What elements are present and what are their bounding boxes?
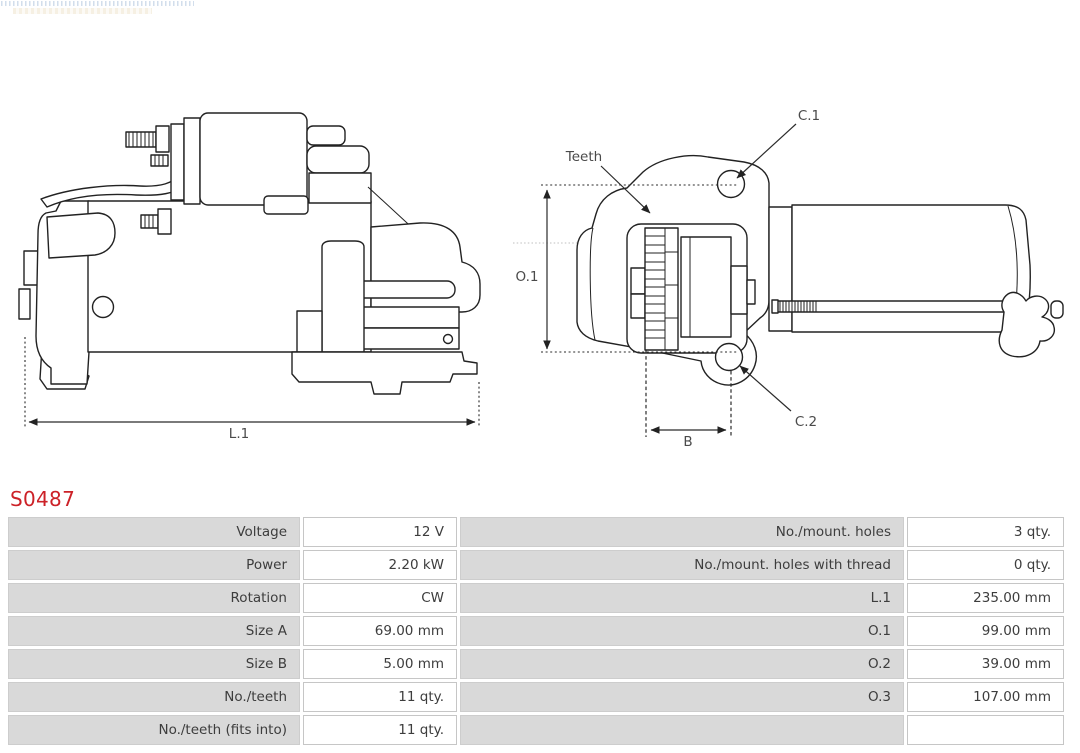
spec-value-o1: 99.00 mm — [907, 616, 1064, 646]
spec-label-o2: O.2 — [460, 649, 904, 679]
spec-value-voltage: 12 V — [303, 517, 457, 547]
spec-label-size-b: Size B — [8, 649, 300, 679]
spec-table: Voltage 12 V No./mount. holes 3 qty. Pow… — [8, 517, 1064, 745]
spec-value-size-b: 5.00 mm — [303, 649, 457, 679]
tie-rod — [771, 299, 1010, 314]
spec-label-teeth-fits-into: No./teeth (fits into) — [8, 715, 300, 745]
spec-label-teeth: No./teeth — [8, 682, 300, 712]
callout-c2: C.2 — [739, 365, 817, 430]
terminal-studs — [125, 125, 172, 235]
spec-value-o2: 39.00 mm — [907, 649, 1064, 679]
spec-value-empty — [907, 715, 1064, 745]
spec-label-voltage: Voltage — [8, 517, 300, 547]
dim-label-l1: L.1 — [229, 426, 249, 442]
housing-hole — [91, 295, 115, 319]
spec-value-size-a: 69.00 mm — [303, 616, 457, 646]
pinion-gear — [630, 227, 679, 351]
spec-label-mount-holes: No./mount. holes — [460, 517, 904, 547]
spec-value-l1: 235.00 mm — [907, 583, 1064, 613]
dim-label-b: B — [683, 434, 692, 450]
product-code: S0487 — [10, 487, 76, 511]
spec-label-empty — [460, 715, 904, 745]
spec-value-mount-holes: 3 qty. — [907, 517, 1064, 547]
partial-logo — [1, 1, 194, 14]
teeth-label: Teeth — [565, 149, 602, 165]
spec-value-mount-holes-thread: 0 qty. — [907, 550, 1064, 580]
spec-value-teeth-fits-into: 11 qty. — [303, 715, 457, 745]
dim-label-o1: O.1 — [516, 269, 539, 285]
drive-end-bracket — [291, 186, 481, 395]
mount-hole-c2 — [714, 342, 744, 372]
c1-label: C.1 — [798, 108, 820, 124]
end-bracket — [998, 291, 1064, 358]
spec-label-l1: L.1 — [460, 583, 904, 613]
drive-clutch — [680, 236, 756, 338]
side-view-drawing: L.1 — [18, 112, 481, 442]
dim-b: B — [645, 350, 732, 450]
spec-value-teeth: 11 qty. — [303, 682, 457, 712]
technical-drawing: L.1 — [18, 108, 1064, 450]
front-view-drawing: O.1 B Teeth C.1 C.2 — [513, 108, 1064, 450]
spec-value-rotation: CW — [303, 583, 457, 613]
spec-label-o3: O.3 — [460, 682, 904, 712]
spec-label-o1: O.1 — [460, 616, 904, 646]
mounting-foot — [291, 351, 478, 395]
dim-l1: L.1 — [24, 337, 480, 442]
callout-teeth: Teeth — [565, 149, 651, 214]
solenoid — [170, 112, 372, 215]
dim-o1: O.1 — [516, 184, 737, 353]
callout-c1: C.1 — [736, 108, 820, 179]
spec-label-power: Power — [8, 550, 300, 580]
spec-value-o3: 107.00 mm — [907, 682, 1064, 712]
spec-label-size-a: Size A — [8, 616, 300, 646]
spec-label-rotation: Rotation — [8, 583, 300, 613]
spec-label-mount-holes-thread: No./mount. holes with thread — [460, 550, 904, 580]
spec-value-power: 2.20 kW — [303, 550, 457, 580]
motor-body — [791, 204, 1031, 333]
c2-label: C.2 — [795, 414, 817, 430]
